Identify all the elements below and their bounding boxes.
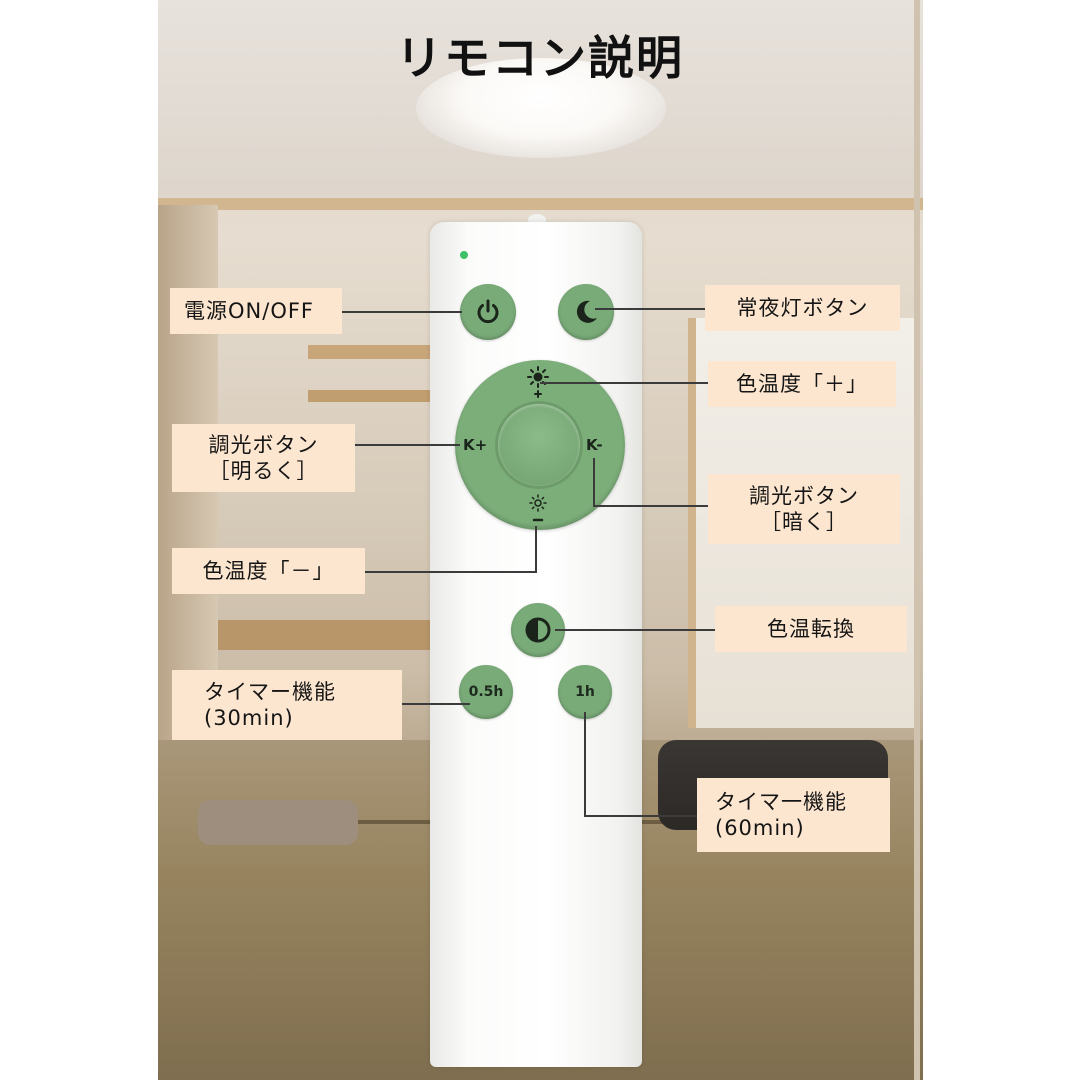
timer-60min-button[interactable]: 1h [558, 665, 612, 719]
moon-icon [576, 300, 597, 323]
label-dim-dark-line2: ［暗く］ [760, 510, 848, 534]
label-timer-60-line2: (60min) [715, 816, 805, 840]
sun-minus-icon[interactable] [525, 492, 551, 526]
leader-line [402, 703, 470, 705]
label-timer-60-line1: タイマ一機能 [715, 789, 847, 814]
half-circle-icon [525, 617, 551, 643]
frame-edge [914, 0, 920, 1080]
label-dim-bright: 調光ボタン ［明るく］ [172, 424, 355, 492]
label-color-switch: 色温転換 [715, 606, 907, 652]
label-dim-dark: 調光ボタン ［暗く］ [708, 474, 900, 544]
indicator-led [460, 251, 468, 259]
label-timer-30: タイマー機能 (30min) [172, 670, 402, 740]
night-light-button[interactable] [558, 284, 614, 340]
label-color-switch-text: 色温転換 [767, 616, 855, 641]
ceiling-light [416, 58, 666, 158]
power-button[interactable] [460, 284, 516, 340]
label-color-temp-plus-text: 色温度「＋」 [736, 371, 868, 396]
leader-line [593, 505, 708, 507]
timer-30min-button[interactable]: 0.5h [459, 665, 513, 719]
leader-line [535, 526, 537, 572]
label-color-temp-minus-text: 色温度「－」 [202, 558, 335, 583]
label-timer-30-line2: (30min) [204, 706, 294, 730]
k-minus-button[interactable]: K- [586, 436, 603, 454]
label-timer-60: タイマ一機能 (60min) [697, 778, 890, 852]
floor-cushion [198, 800, 358, 845]
leader-line [355, 444, 460, 446]
label-dim-bright-line1: 調光ボタン [208, 432, 319, 457]
power-icon [477, 299, 499, 324]
label-timer-30-line1: タイマー機能 [204, 679, 336, 704]
sun-plus-icon[interactable] [523, 366, 553, 400]
leader-line [342, 311, 462, 313]
label-power-text: 電源ON/OFF [184, 298, 315, 323]
label-color-temp-minus: 色温度「－」 [172, 548, 365, 594]
ceiling-beam [158, 198, 923, 210]
leader-line [365, 571, 537, 573]
k-plus-button[interactable]: K+ [463, 436, 488, 454]
dial-center-button[interactable] [498, 404, 580, 486]
leader-line [593, 458, 595, 506]
label-color-temp-plus: 色温度「＋」 [708, 361, 896, 407]
label-night-light: 常夜灯ボタン [705, 285, 900, 331]
label-dim-dark-line1: 調光ボタン [749, 483, 859, 508]
leader-line [584, 712, 586, 816]
label-night-light-text: 常夜灯ボタン [736, 295, 869, 320]
page-title: リモコン説明 [396, 31, 684, 85]
label-dim-bright-line2: ［明るく］ [208, 459, 319, 483]
leader-line [555, 629, 715, 631]
leader-line [584, 815, 697, 817]
leader-line [540, 382, 708, 384]
label-power: 電源ON/OFF [170, 288, 342, 334]
leader-line [595, 308, 705, 310]
